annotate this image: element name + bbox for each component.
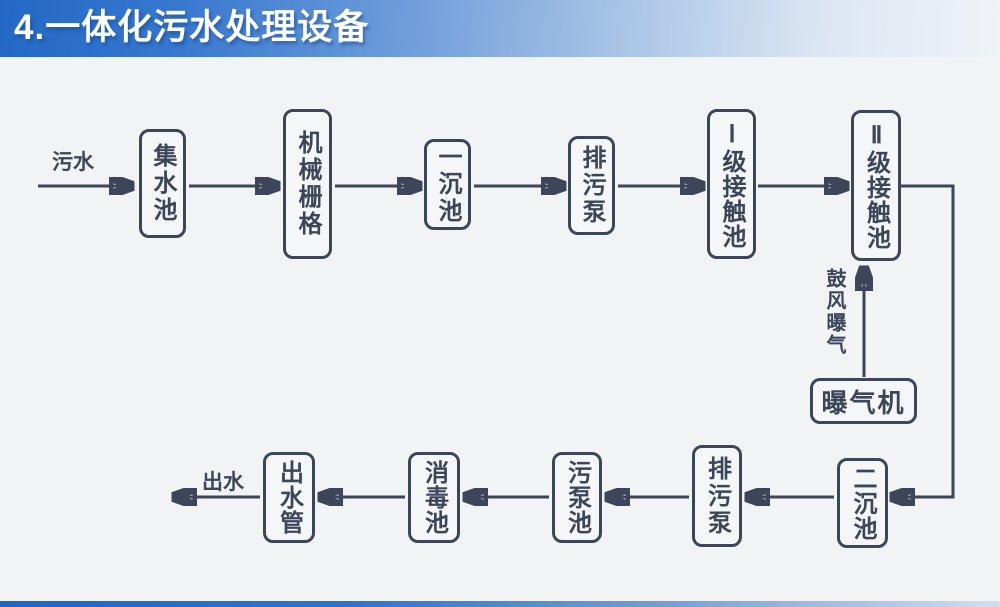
outflow-label: 出水 — [202, 471, 244, 494]
node-stage2-contact-tank: Ⅱ级接触池 — [851, 110, 901, 261]
node-outlet-pipe: 出水管 — [263, 452, 315, 543]
node-aerator-label: 曝气机 — [821, 387, 906, 418]
footer-accent-bar — [0, 601, 1000, 607]
node-mechanical-grid: 机械栅格 — [283, 109, 332, 259]
node-secondary-settling-tank: 二沉池 — [837, 458, 888, 548]
node-collection-tank-label: 集水池 — [149, 143, 176, 224]
aeration-flow-label: 鼓风曝气 — [823, 268, 845, 356]
node-stage1-contact-tank-label: Ⅰ级接触池 — [718, 119, 745, 249]
node-sewage-pump-lower: 排污泵 — [692, 445, 742, 547]
node-sewage-pump-tank-label: 污泵池 — [563, 460, 591, 535]
node-mechanical-grid-label: 机械栅格 — [294, 130, 321, 238]
node-sewage-pump-lower-label: 排污泵 — [703, 455, 731, 537]
node-stage1-contact-tank: Ⅰ级接触池 — [707, 109, 756, 259]
page-title: 4.一体化污水处理设备 — [14, 8, 370, 47]
node-collection-tank: 集水池 — [139, 129, 186, 238]
node-secondary-settling-tank-label: 二沉池 — [849, 465, 876, 541]
node-sewage-pump-upper-label: 排污泵 — [578, 145, 605, 226]
header-bar: 4.一体化污水处理设备 — [0, 0, 1000, 57]
node-primary-settling-tank: 一沉池 — [424, 139, 471, 230]
node-sewage-pump-tank: 污泵池 — [552, 452, 602, 543]
node-primary-settling-tank-label: 一沉池 — [434, 144, 461, 225]
node-disinfection-tank: 消毒池 — [408, 452, 460, 543]
node-stage2-contact-tank-label: Ⅱ级接触池 — [862, 121, 890, 250]
node-outlet-pipe-label: 出水管 — [275, 460, 303, 535]
node-disinfection-tank-label: 消毒池 — [420, 460, 448, 535]
node-sewage-pump-upper: 排污泵 — [568, 136, 615, 235]
inflow-label: 污水 — [52, 151, 94, 174]
node-aerator: 曝气机 — [810, 378, 917, 424]
